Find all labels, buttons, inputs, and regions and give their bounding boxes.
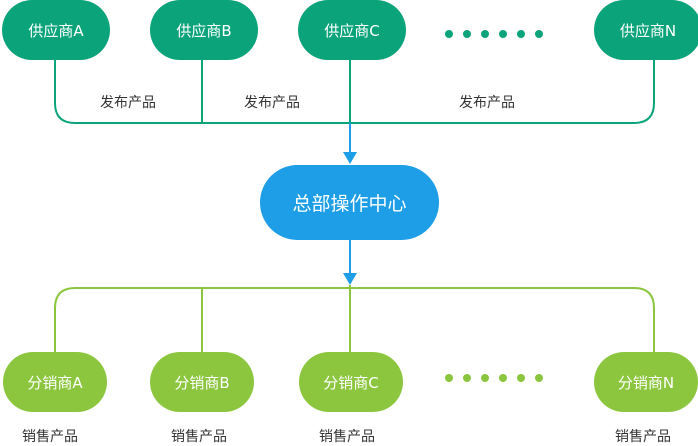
publish-label-2: 发布产品 [244,95,300,111]
supplier-ellipsis-dots-icon [445,30,543,38]
arrow-from-hub-head [343,273,357,285]
hub-node: 总部操作中心 [260,165,439,240]
publish-label-1: 发布产品 [100,95,156,111]
distributor-b-node: 分销商B [150,352,254,412]
arrow-to-hub-head [343,152,357,164]
distributor-c-caption: 销售产品 [319,429,375,445]
publish-label-3: 发布产品 [459,95,515,111]
distributor-c-node: 分销商C [299,352,403,412]
distributor-n-node: 分销商N [594,352,698,412]
distributor-connector-line [54,287,655,352]
supplier-n-node: 供应商N [594,0,698,60]
distributor-a-node: 分销商A [3,352,107,412]
supplier-c-node: 供应商C [298,0,406,60]
distributor-n-caption: 销售产品 [615,429,671,445]
distributor-a-caption: 销售产品 [22,429,78,445]
distributor-b-caption: 销售产品 [171,429,227,445]
supplier-connector-line [54,60,655,124]
supplier-a-node: 供应商A [2,0,110,60]
supplier-b-node: 供应商B [150,0,258,60]
distributor-ellipsis-dots-icon [445,374,543,382]
